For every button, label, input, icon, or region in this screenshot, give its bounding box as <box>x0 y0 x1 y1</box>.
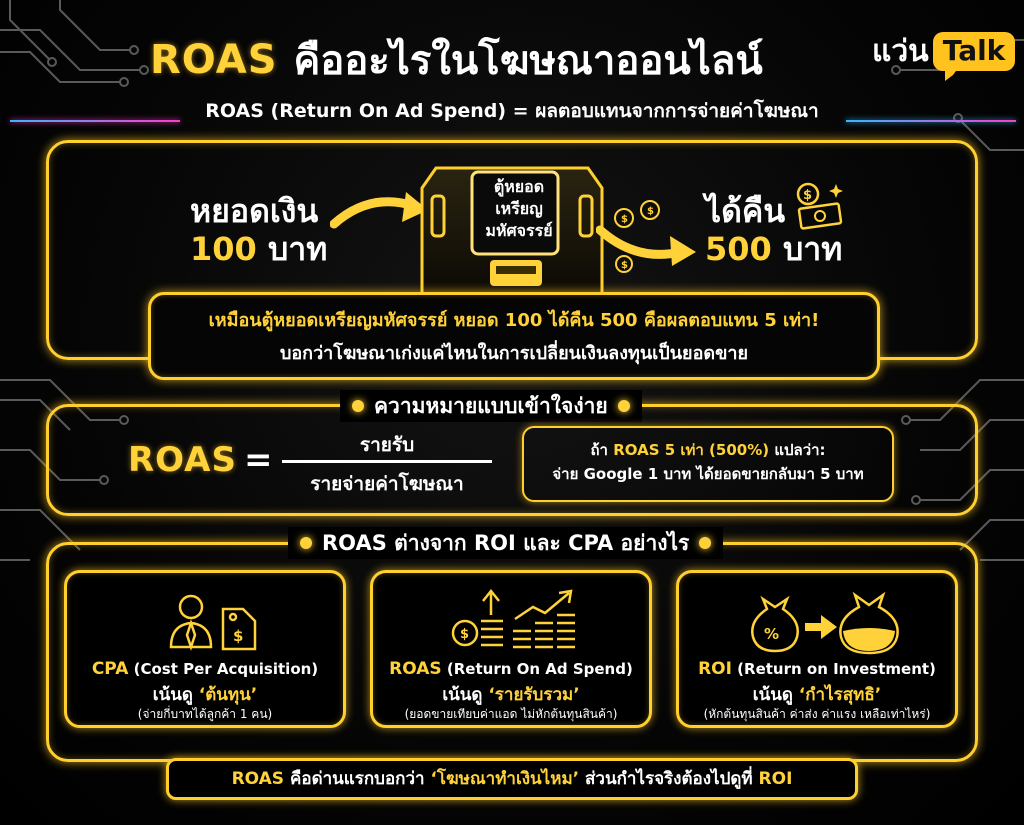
note-suffix: แปลว่า: <box>769 441 826 459</box>
card-cpa-full: (Cost Per Acquisition) <box>128 660 319 678</box>
coins-icon: $ $ $ <box>614 200 660 273</box>
heading-dot-left <box>300 537 312 549</box>
card-cpa-focus-term: ‘ต้นทุน’ <box>198 685 258 705</box>
compare-heading: ROAS ต่างจาก ROI และ CPA อย่างไร <box>288 527 724 559</box>
heading-dot-left <box>352 400 364 412</box>
formula-denominator: รายจ่ายค่าโฆษณา <box>310 473 464 495</box>
card-roi: % ROI (Return on Investment) เน้นดู ‘กำไ… <box>676 570 958 728</box>
card-roi-focus-prefix: เน้นดู <box>752 685 799 705</box>
heading-dot-right <box>699 537 712 549</box>
card-roi-abbr: ROI <box>698 659 732 679</box>
note-highlight: ROAS 5 เท่า (500%) <box>613 441 770 459</box>
svg-text:%: % <box>764 625 779 643</box>
machine-callout: เหมือนตู้หยอดเหรียญมหัศจรรย์ หยอด 100 ได… <box>148 292 880 380</box>
formula-lhs: ROAS <box>128 440 237 480</box>
machine-label: ตู้หยอดเหรียญมหัศจรรย์ <box>485 177 553 240</box>
card-cpa-detail: (จ่ายกี่บาทได้ลูกค้า 1 คน) <box>137 707 273 721</box>
heading-dot-right <box>617 400 630 412</box>
card-roi-focus: เน้นดู ‘กำไรสุทธิ’ <box>679 681 955 708</box>
formula-heading: ความหมายแบบเข้าใจง่าย <box>340 390 642 422</box>
return-amount: 500 <box>705 230 772 268</box>
svg-text:$: $ <box>647 206 654 217</box>
card-cpa: $ CPA (Cost Per Acquisition) เน้นดู ‘ต้น… <box>64 570 346 728</box>
bottom-summary: ROAS คือด่านแรกบอกว่า ‘โฆษณาทำเงินไหม’ ส… <box>166 758 858 800</box>
svg-text:$: $ <box>803 188 812 203</box>
deposit-unit: บาท <box>267 230 328 268</box>
formula-equals: = <box>244 440 273 480</box>
bottom-roas: ROAS <box>231 769 285 789</box>
title-highlight: ROAS <box>150 37 278 83</box>
return-unit: บาท <box>782 230 843 268</box>
formula-fraction: รายรับ รายจ่ายค่าโฆษณา <box>282 430 492 499</box>
brand-thai: แว่น <box>872 33 929 69</box>
card-roas: $ ROAS (Return On Ad Spend) เน้นดู ‘รายร… <box>370 570 652 728</box>
card-roas-focus-term: ‘รายรับรวม’ <box>488 685 580 705</box>
card-roas-focus-prefix: เน้นดู <box>442 685 489 705</box>
cash-icon: $ <box>796 182 843 230</box>
page-subtitle: ROAS (Return On Ad Spend) = ผลตอบแทนจากก… <box>205 100 819 122</box>
bottom-mid: คือด่านแรกบอกว่า <box>284 769 431 789</box>
callout-line2: บอกว่าโฆษณาเก่งแค่ไหนในการเปลี่ยนเงินลงท… <box>279 343 749 364</box>
card-roi-focus-term: ‘กำไรสุทธิ’ <box>798 685 882 705</box>
deposit-label: หยอดเงิน <box>190 192 319 230</box>
card-cpa-focus: เน้นดู ‘ต้นทุน’ <box>67 681 343 708</box>
card-roas-detail: (ยอดขายเทียบค่าแอด ไม่หักต้นทุนสินค้า) <box>404 707 618 721</box>
brand-en: Talk <box>932 31 1016 81</box>
svg-text:$: $ <box>233 627 243 645</box>
bottom-quote: ‘โฆษณาทำเงินไหม’ <box>430 769 580 789</box>
neon-line-left <box>10 120 180 122</box>
card-roas-name: ROAS (Return On Ad Spend) <box>373 659 649 679</box>
svg-text:$: $ <box>621 260 628 271</box>
coins-growth-chart-icon: $ <box>451 588 575 649</box>
card-cpa-name: CPA (Cost Per Acquisition) <box>67 659 343 679</box>
card-roi-name: ROI (Return on Investment) <box>679 659 955 679</box>
bottom-tail: ส่วนกำไรจริงต้องไปดูที่ <box>579 769 759 789</box>
deposit-amount: 100 <box>190 230 257 268</box>
card-cpa-focus-prefix: เน้นดู <box>152 685 199 705</box>
return-label: ได้คืน <box>705 192 786 230</box>
card-cpa-abbr: CPA <box>91 659 129 679</box>
return-text: ได้คืน 500 บาท <box>705 192 855 268</box>
svg-text:$: $ <box>460 627 469 642</box>
brand-logo: แว่น Talk <box>872 28 1016 81</box>
formula-heading-text: ความหมายแบบเข้าใจง่าย <box>374 393 608 418</box>
fraction-bar <box>282 460 492 463</box>
page-title: ROAS คืออะไรในโฆษณาออนไลน์ <box>150 30 840 90</box>
note-prefix: ถ้า <box>590 441 614 459</box>
svg-text:$: $ <box>621 214 628 225</box>
card-roas-full: (Return On Ad Spend) <box>441 660 633 678</box>
compare-heading-text: ROAS ต่างจาก ROI และ CPA อย่างไร <box>322 530 690 555</box>
businessman-price-tag-icon: $ <box>169 594 257 651</box>
card-roas-abbr: ROAS <box>389 659 442 679</box>
money-bag-arrow-icon: % <box>751 591 899 655</box>
title-rest: คืออะไรในโฆษณาออนไลน์ <box>293 38 763 84</box>
callout-line1: เหมือนตู้หยอดเหรียญมหัศจรรย์ หยอด 100 ได… <box>208 310 820 331</box>
formula-numerator: รายรับ <box>359 434 415 456</box>
card-roi-detail: (หักต้นทุนสินค้า ค่าส่ง ค่าแรง เหลือเท่า… <box>703 707 931 721</box>
card-roas-focus: เน้นดู ‘รายรับรวม’ <box>373 681 649 708</box>
deposit-text: หยอดเงิน 100 บาท <box>190 192 340 268</box>
formula-note: ถ้า ROAS 5 เท่า (500%) แปลว่า: จ่าย Goog… <box>522 426 894 502</box>
arrow-in-icon <box>330 192 428 229</box>
arrow-out-icon <box>596 225 696 266</box>
note-line2: จ่าย Google 1 บาท ได้ยอดขายกลับมา 5 บาท <box>552 465 864 483</box>
bottom-roi: ROI <box>758 769 793 789</box>
neon-line-right <box>846 120 1016 122</box>
card-roi-full: (Return on Investment) <box>731 660 936 678</box>
